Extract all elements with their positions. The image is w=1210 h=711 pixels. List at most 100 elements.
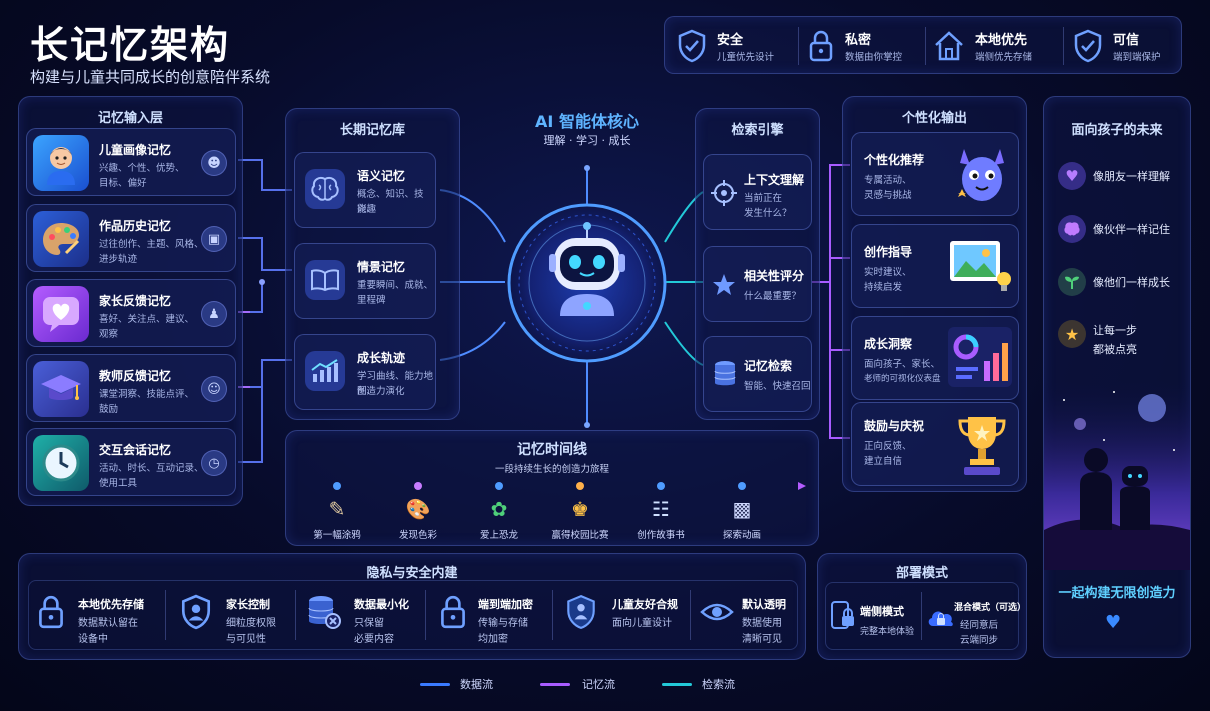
card-title: 上下文理解 — [744, 173, 805, 187]
palette-icon: 🎨 — [405, 497, 431, 521]
longterm-card-growth: 成长轨迹 学习曲线、能力地图、 创造力演化 — [294, 334, 436, 410]
privacy-title: 家长控制 — [226, 598, 270, 611]
output-card-guidance: 创作指导 实时建议、 持续启发 — [851, 224, 1019, 308]
output-card-recommend: 个性化推荐 专属活动、 灵感与挑战 — [851, 132, 1019, 216]
card-desc: 观察 — [99, 329, 119, 340]
divider — [798, 27, 799, 65]
future-item-text: 像朋友一样理解 — [1093, 170, 1170, 183]
card-title: 创作指导 — [864, 245, 913, 259]
device-lock-icon — [831, 601, 854, 629]
card-title: 相关性评分 — [744, 269, 805, 283]
divider — [1063, 27, 1064, 65]
title-text: 长记忆架构 — [30, 23, 231, 67]
parent-shield-icon — [181, 594, 211, 630]
time-icon: ◷ — [201, 450, 227, 476]
child-avatar-icon — [33, 135, 89, 191]
trust-badges: 安全 儿童优先设计 私密 数据由你掌控 本地优先 端侧优先存储 可信 端到端保护 — [664, 16, 1182, 74]
deploy-desc: 云端同步 — [960, 635, 999, 646]
panel-title: 部署模式 — [895, 566, 948, 581]
future-item-text: 都被点亮 — [1093, 343, 1137, 356]
page-title: 长记忆架构 — [30, 14, 230, 69]
privacy-title: 儿童友好合规 — [612, 598, 678, 611]
panel-title: 检索引擎 — [731, 123, 784, 138]
privacy-title: 默认透明 — [742, 598, 786, 611]
home-icon — [935, 31, 963, 61]
monster-mascot-icon — [958, 149, 1004, 201]
panel-title: 记忆时间线 — [517, 442, 587, 458]
palette-icon — [33, 211, 89, 267]
shield-icon — [678, 29, 706, 63]
divider — [165, 590, 166, 640]
badge-trusted: 可信 端到端保护 — [1073, 29, 1178, 65]
card-desc: 专属活动、 — [864, 175, 912, 186]
deploy-panel: 部署模式 — [817, 553, 1027, 660]
heart-chat-icon — [33, 286, 89, 342]
deploy-desc: 完整本地体验 — [860, 627, 915, 637]
growth-chart-icon — [305, 351, 345, 391]
badge-title: 可信 — [1113, 33, 1140, 48]
family-icon: ♟ — [201, 301, 227, 327]
timeline-event: 发现色彩 — [398, 530, 437, 541]
privacy-panel: 隐私与安全内建 — [18, 553, 806, 660]
card-title: 个性化推荐 — [864, 153, 925, 167]
panel-title: 长期记忆库 — [339, 123, 405, 138]
card-title: 语义记忆 — [357, 169, 406, 183]
timeline-event: 赢得校园比赛 — [551, 530, 609, 541]
card-desc: 活动、时长、互动记录、 — [99, 463, 204, 474]
page-subtitle: 构建与儿童共同成长的创意陪伴系统 — [30, 68, 271, 86]
legend: 数据流 记忆流 检索流 — [420, 675, 820, 693]
card-title: 教师反馈记忆 — [99, 369, 172, 383]
card-title: 家长反馈记忆 — [99, 294, 172, 308]
clock-icon — [33, 435, 89, 491]
divider — [925, 27, 926, 65]
legend-swatch — [662, 683, 692, 686]
card-desc: 学习曲线、能力地图、 — [357, 371, 434, 397]
open-book-icon: ☷ — [652, 497, 670, 521]
timeline-axis — [300, 482, 806, 490]
input-card-teacher: 教师反馈记忆 课堂洞察、技能点评、 鼓励 ☺ — [26, 354, 236, 422]
card-desc: 兴趣、个性、优势、 — [99, 163, 185, 174]
card-desc: 老师的可视化仪表盘 — [864, 374, 941, 384]
future-item-text: 像他们一样成长 — [1093, 276, 1170, 289]
ai-robot-core — [504, 200, 670, 366]
cloud-lock-icon — [928, 611, 953, 627]
privacy-desc: 面向儿童设计 — [612, 618, 672, 629]
card-desc: 概念、知识、技能、 — [357, 189, 424, 215]
badge-title: 安全 — [717, 33, 744, 48]
badge-desc: 端侧优先存储 — [975, 52, 1033, 63]
trophy-icon: ♚ — [571, 497, 589, 521]
panel-title: 隐私与安全内建 — [366, 566, 458, 581]
panel-title: 面向孩子的未来 — [1071, 123, 1163, 138]
legend-swatch — [420, 683, 450, 686]
eye-icon — [700, 603, 734, 621]
future-item-text: 让每一步 — [1093, 324, 1137, 337]
divider — [552, 590, 553, 640]
card-title: 交互会话记忆 — [99, 443, 172, 457]
lock-icon — [39, 595, 63, 629]
card-desc: 进步轨迹 — [99, 254, 138, 265]
card-title: 作品历史记忆 — [99, 219, 172, 233]
timeline-event: 创作故事书 — [637, 530, 685, 541]
panel-subtitle: 一段持续生长的创造力旅程 — [494, 464, 609, 475]
input-card-session: 交互会话记忆 活动、时长、互动记录、 使用工具 ◷ — [26, 428, 236, 496]
card-title: 成长轨迹 — [357, 351, 406, 365]
dashboard-chart-icon — [948, 327, 1012, 387]
database-icon — [714, 361, 736, 386]
badge-desc: 数据由你掌控 — [845, 52, 903, 63]
retrieval-card-context: 上下文理解 当前正在 发生什么？ — [703, 154, 812, 230]
card-title: 情景记忆 — [357, 260, 406, 274]
divider — [690, 590, 691, 640]
teacher-icon: ☺ — [201, 376, 227, 402]
card-desc: 目标、偏好 — [99, 178, 147, 189]
card-desc: 鼓励 — [99, 404, 119, 415]
person-icon: ☻ — [201, 150, 227, 176]
privacy-desc: 必要内容 — [354, 634, 394, 645]
card-desc: 过往创作、主题、风格、 — [99, 239, 204, 250]
legend-label: 数据流 — [460, 678, 493, 691]
badge-local: 本地优先 端侧优先存储 — [933, 29, 1063, 65]
card-desc: 创造力演化 — [357, 386, 405, 397]
deploy-items — [825, 582, 1019, 650]
card-desc: 建立自信 — [864, 456, 903, 467]
longterm-card-episodic: 情景记忆 重要瞬间、成就、 里程碑 — [294, 243, 436, 319]
image-icon: ▣ — [201, 226, 227, 252]
